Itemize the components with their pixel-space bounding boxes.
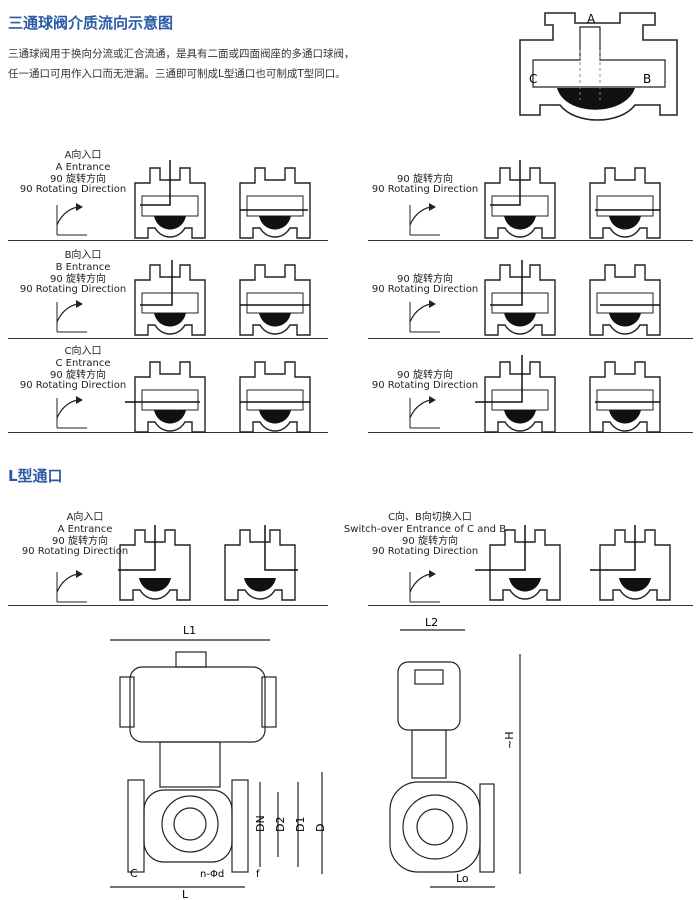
dim-l2: L2: [425, 616, 438, 629]
dim-lo: Lo: [456, 872, 469, 885]
l-left-rot-cn: 90 旋转方向: [52, 536, 108, 547]
row-divider: [368, 605, 693, 606]
row-c-right-rot-cn: 90 旋转方向: [397, 370, 453, 381]
row-divider: [8, 605, 328, 606]
l-port-valve-diagrams: [56, 525, 671, 603]
dim-l1: L1: [183, 624, 196, 637]
row-divider: [368, 338, 693, 339]
t-port-valve-diagrams: [56, 160, 661, 433]
port-b-label: B: [643, 72, 651, 86]
row-c-entrance-cn: C向入口: [64, 346, 102, 357]
row-divider: [8, 432, 328, 433]
row-a-rot-cn: 90 旋转方向: [50, 174, 106, 185]
dimension-drawings: L1 L2 ~H DN D2 D1 D C L n-Φd f Lo: [110, 616, 521, 900]
l-right-rot-en: 90 Rotating Direction: [371, 546, 479, 557]
row-divider: [368, 432, 693, 433]
l-port-section-title: L型通口: [8, 467, 63, 485]
row-a-right-rot-en: 90 Rotating Direction: [371, 184, 479, 195]
dim-l: L: [182, 888, 189, 900]
dim-f: f: [256, 869, 260, 880]
description-line-2: 任一通口可用作入口而无泄漏。三通即可制成L型通口也可制成T型同口。: [8, 68, 346, 80]
dim-d1: D1: [294, 817, 307, 832]
row-b-right-rot-cn: 90 旋转方向: [397, 274, 453, 285]
l-right-en: Switch-over Entrance of C and B: [343, 524, 507, 535]
row-c-entrance-en: C Entrance: [55, 358, 111, 369]
l-right-cn: C向、B向切换入口: [388, 512, 472, 523]
dim-n-phi-d: n-Φd: [200, 869, 224, 880]
row-c-rot-en: 90 Rotating Direction: [19, 380, 127, 391]
row-b-right-rot-en: 90 Rotating Direction: [371, 284, 479, 295]
row-b-rot-cn: 90 旋转方向: [50, 274, 106, 285]
row-c-rot-cn: 90 旋转方向: [50, 370, 106, 381]
row-b-entrance-cn: B向入口: [64, 250, 102, 261]
row-a-entrance-cn: A向入口: [64, 150, 102, 161]
port-c-label: C: [529, 72, 537, 86]
l-left-cn: A向入口: [66, 512, 104, 523]
dim-d2: D2: [274, 817, 287, 832]
l-left-en: A Entrance: [57, 524, 113, 535]
dim-c: C: [130, 867, 138, 880]
row-divider: [8, 338, 328, 339]
row-a-rot-en: 90 Rotating Direction: [19, 184, 127, 195]
port-a-label: A: [587, 12, 596, 26]
description-line-1: 三通球阀用于换向分流或汇合流通，是具有二面或四面阀座的多通口球阀，: [8, 48, 355, 60]
page-title: 三通球阀介质流向示意图: [8, 14, 174, 32]
row-a-right-rot-cn: 90 旋转方向: [397, 174, 453, 185]
row-divider: [368, 240, 693, 241]
l-left-rot-en: 90 Rotating Direction: [21, 546, 129, 557]
row-b-entrance-en: B Entrance: [55, 262, 111, 273]
row-c-right-rot-en: 90 Rotating Direction: [371, 380, 479, 391]
row-a-entrance-en: A Entrance: [55, 162, 111, 173]
l-right-rot-cn: 90 旋转方向: [402, 536, 458, 547]
top-valve-diagram: A C B: [519, 12, 678, 121]
dim-h: ~H: [503, 732, 516, 750]
dim-d: D: [314, 824, 327, 832]
row-divider: [8, 240, 328, 241]
row-b-rot-en: 90 Rotating Direction: [19, 284, 127, 295]
dim-dn: DN: [254, 815, 267, 832]
